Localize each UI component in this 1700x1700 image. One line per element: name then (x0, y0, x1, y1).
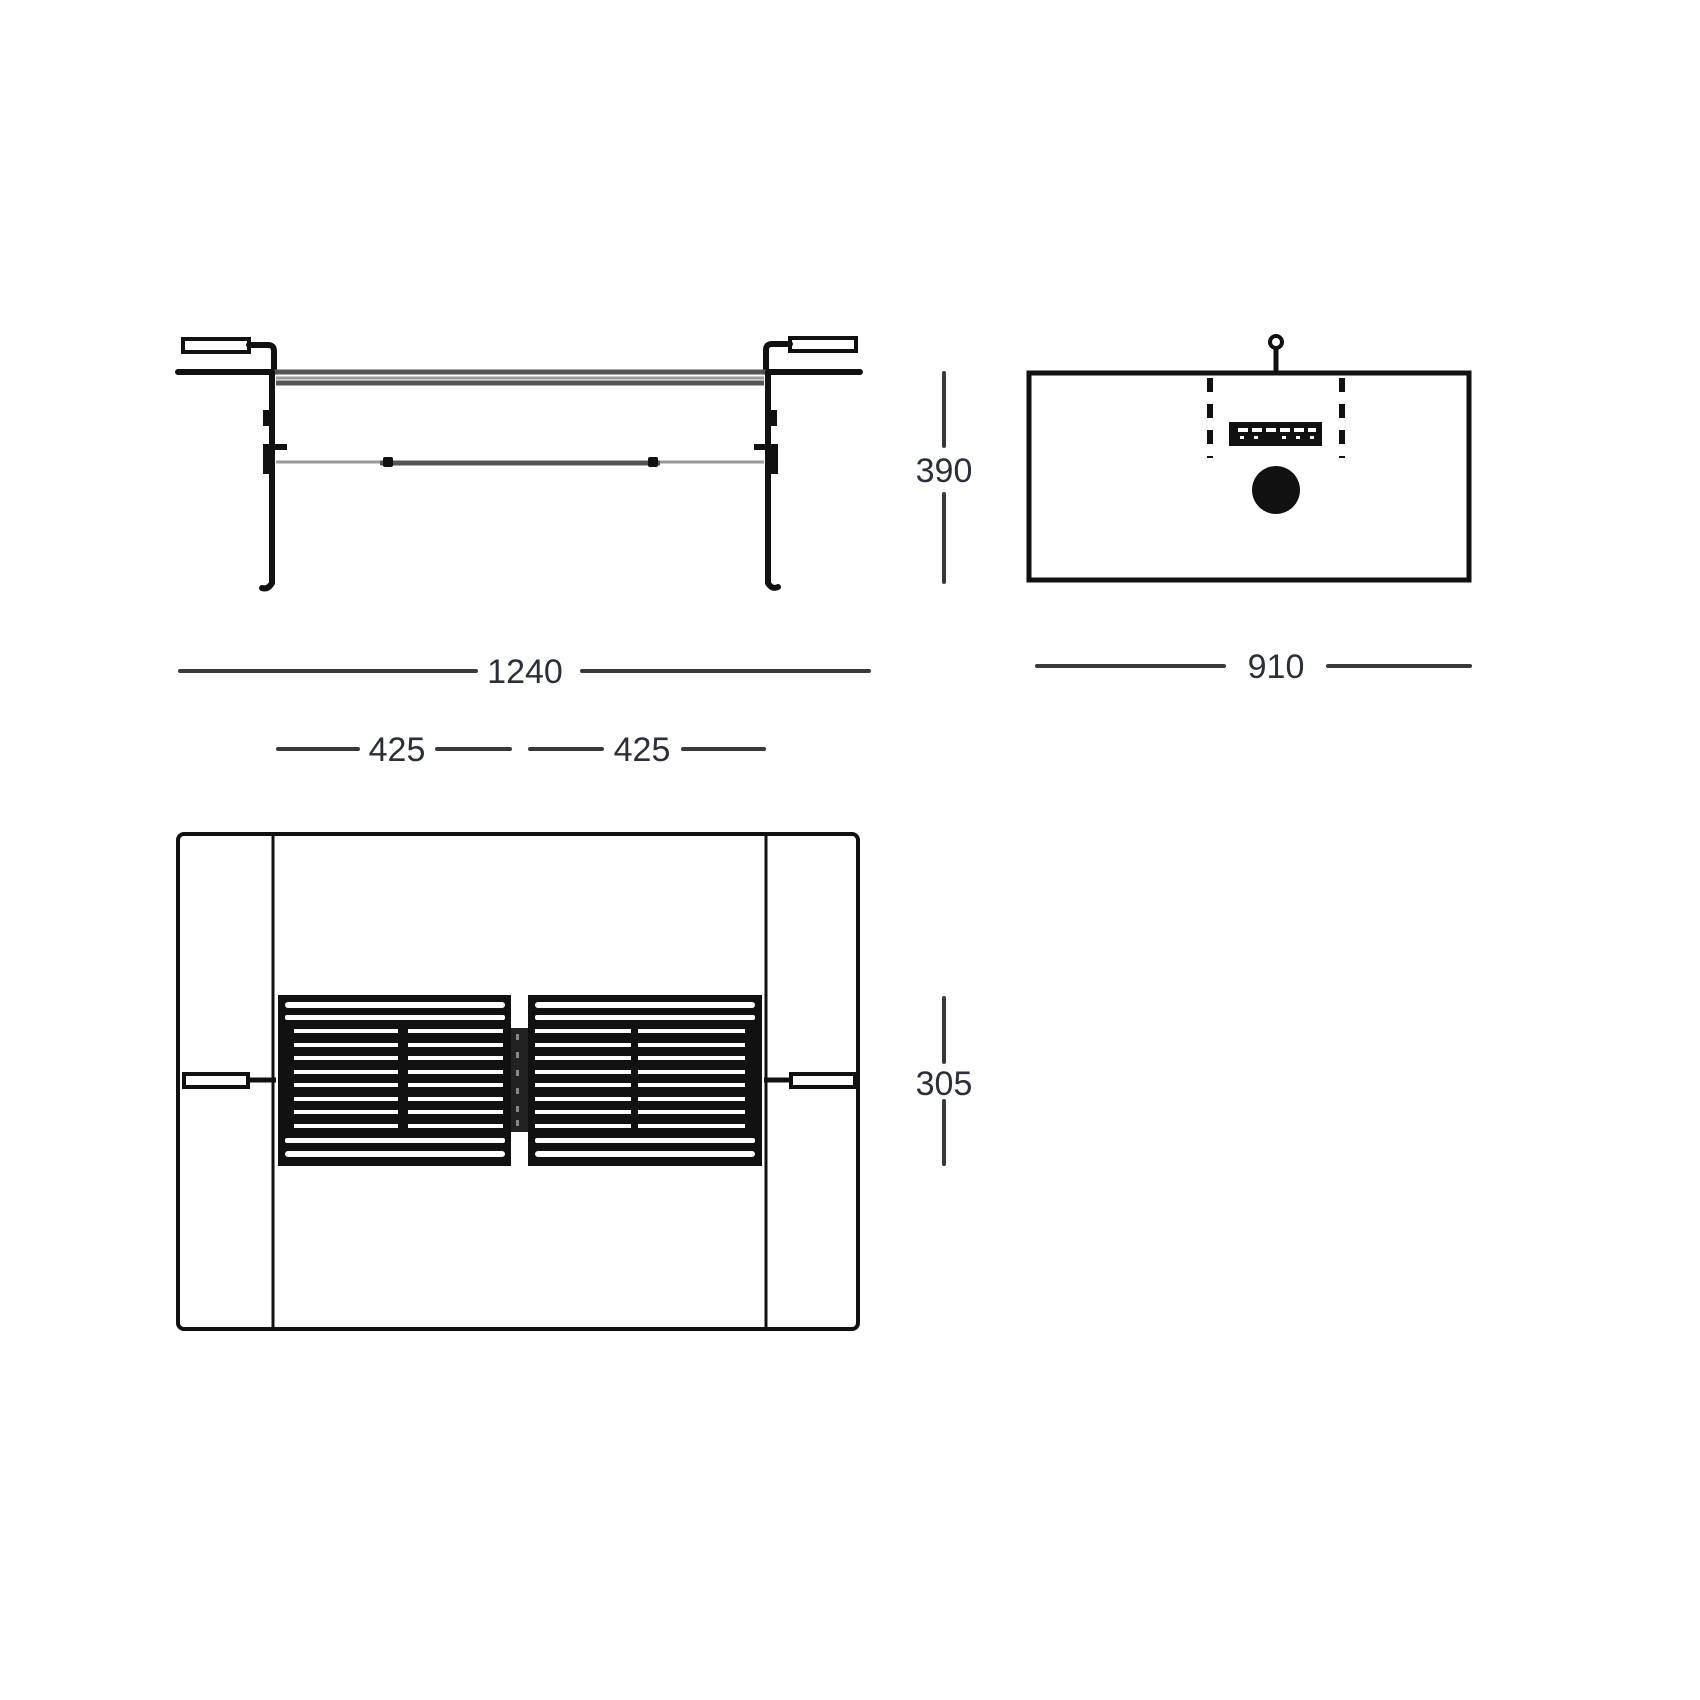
depth-label: 305 (916, 1065, 973, 1103)
grate-hinge (511, 1028, 528, 1132)
length-label: 1240 (487, 653, 563, 691)
width-dimension: 910 (1035, 648, 1472, 686)
end-view (1026, 334, 1472, 583)
left-grate (278, 995, 511, 1166)
top-right-handle (789, 1072, 857, 1089)
left-handle (181, 337, 251, 354)
end-disc (1252, 466, 1300, 514)
top-view (176, 832, 860, 1331)
grate-right-label: 425 (614, 731, 671, 769)
height-dimension: 390 (916, 371, 973, 584)
grate-length-dimensions: 425 425 (276, 731, 766, 769)
hanging-ring-icon (1268, 334, 1284, 350)
width-label: 910 (1248, 648, 1305, 686)
depth-dimension: 305 (916, 996, 973, 1166)
length-dimension: 1240 (178, 653, 871, 691)
right-handle (788, 336, 858, 353)
top-left-handle (182, 1072, 250, 1089)
side-view (175, 336, 863, 592)
end-view-frame (1026, 370, 1472, 583)
right-grate (528, 995, 762, 1166)
height-label: 390 (916, 452, 973, 490)
end-grate (1229, 422, 1322, 446)
grate-left-label: 425 (369, 731, 426, 769)
top-view-frame (176, 832, 860, 1331)
